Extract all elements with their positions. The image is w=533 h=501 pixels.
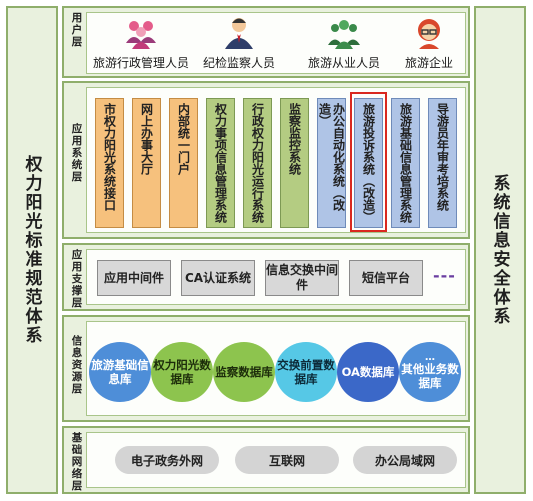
applications-container: 市权力阳光系统接口 网上办事大厅 内部统一门户 权力事项信息管理系统 行政权力阳… bbox=[86, 87, 466, 233]
app-supervision-system: 监察监控系统 bbox=[280, 98, 309, 228]
security-pillar-label: 系统信息安全体系 bbox=[489, 174, 510, 326]
resource-container: 旅游基础信息库 权力阳光数据库 监察数据库 交换前置数据库 OA数据库 … 其他… bbox=[86, 321, 466, 416]
support-label: 信息交换中间件 bbox=[266, 263, 339, 292]
db-label: 权力阳光数据库 bbox=[153, 358, 211, 386]
support-label: CA认证系统 bbox=[184, 270, 252, 285]
app-online-service-hall: 网上办事大厅 bbox=[132, 98, 161, 228]
app-label: 权力事项信息管理系统 bbox=[213, 103, 228, 223]
db-label: 其他业务数据库 bbox=[401, 362, 459, 390]
user-label: 纪检监察人员 bbox=[203, 56, 276, 70]
user-label: 旅游行政管理人员 bbox=[93, 56, 190, 70]
sms-platform-box: 短信平台 bbox=[349, 260, 423, 296]
user-label: 旅游从业人员 bbox=[308, 56, 381, 70]
resource-layer-label: 信息资源层 bbox=[71, 335, 83, 395]
support-container: 应用中间件 CA认证系统 信息交换中间件 短信平台 --- bbox=[86, 249, 466, 305]
user-tourism-admin: 旅游行政管理人员 bbox=[93, 15, 189, 71]
network-label: 互联网 bbox=[268, 453, 305, 468]
network-label: 办公局域网 bbox=[374, 453, 435, 468]
network-label: 电子政务外网 bbox=[130, 453, 203, 468]
middleware-box: 应用中间件 bbox=[97, 260, 171, 296]
app-admin-power-system: 行政权力阳光运行系统 bbox=[243, 98, 272, 228]
team-icon bbox=[328, 20, 360, 49]
user-practitioner: 旅游从业人员 bbox=[308, 15, 380, 71]
db-supervision: 监察数据库 bbox=[213, 342, 275, 402]
highlight-frame bbox=[350, 92, 387, 232]
app-label: 办公自动化系统（改造） bbox=[317, 103, 346, 211]
network-egov-extranet: 电子政务外网 bbox=[115, 446, 219, 474]
support-layer: 应用支撑层 应用中间件 CA认证系统 信息交换中间件 短信平台 --- bbox=[62, 243, 470, 311]
db-power-sunshine: 权力阳光数据库 bbox=[151, 342, 213, 402]
db-label: 旅游基础信息库 bbox=[91, 358, 149, 386]
db-label: 交换前置数据库 bbox=[277, 358, 335, 386]
app-label: 旅游基础信息管理系统 bbox=[398, 103, 413, 223]
app-label: 行政权力阳光运行系统 bbox=[250, 103, 265, 223]
enterprise-icon bbox=[418, 19, 440, 49]
app-label: 监察监控系统 bbox=[287, 103, 302, 175]
app-label: 旅游投诉系统（改造） bbox=[361, 103, 376, 223]
app-label: 内部统一门户 bbox=[176, 103, 191, 175]
user-inspector: 纪检监察人员 bbox=[203, 15, 275, 71]
user-enterprise: 旅游企业 bbox=[405, 15, 453, 71]
app-label: 导游员年审考培系统 bbox=[435, 103, 450, 211]
network-internet: 互联网 bbox=[235, 446, 339, 474]
db-exchange-front: 交换前置数据库 bbox=[275, 342, 337, 402]
db-prefix: … bbox=[425, 352, 435, 363]
support-label: 应用中间件 bbox=[103, 270, 164, 285]
security-pillar: 系统信息安全体系 bbox=[474, 6, 526, 494]
app-office-automation: 办公自动化系统（改造） bbox=[317, 98, 346, 228]
network-container: 电子政务外网 互联网 办公局域网 bbox=[86, 432, 466, 488]
info-exchange-box: 信息交换中间件 bbox=[265, 260, 339, 296]
official-icon bbox=[225, 18, 253, 49]
db-oa: OA数据库 bbox=[337, 342, 399, 402]
more-indicator: --- bbox=[433, 266, 456, 285]
users-layer-label: 用户层 bbox=[71, 12, 83, 48]
support-layer-label: 应用支撑层 bbox=[71, 249, 83, 309]
app-guide-annual-review: 导游员年审考培系统 bbox=[428, 98, 457, 228]
app-power-matters-system: 权力事项信息管理系统 bbox=[206, 98, 235, 228]
app-tourism-basic-info: 旅游基础信息管理系统 bbox=[391, 98, 420, 228]
application-layer: 应用系统层 市权力阳光系统接口 网上办事大厅 内部统一门户 权力事项信息管理系统… bbox=[62, 81, 470, 239]
network-layer: 基础网络层 电子政务外网 互联网 办公局域网 bbox=[62, 426, 470, 494]
user-label: 旅游企业 bbox=[405, 56, 454, 70]
ca-auth-box: CA认证系统 bbox=[181, 260, 255, 296]
application-layer-label: 应用系统层 bbox=[71, 123, 83, 183]
db-tourism-basic: 旅游基础信息库 bbox=[89, 342, 151, 402]
db-label: 监察数据库 bbox=[215, 365, 273, 379]
app-label: 网上办事大厅 bbox=[139, 103, 154, 175]
users-layer: 用户层 旅游行政管理人员 纪检监察人员 旅游从业人员 bbox=[62, 6, 470, 78]
standards-pillar-label: 权力阳光标准规范体系 bbox=[21, 155, 42, 345]
db-label: OA数据库 bbox=[341, 365, 395, 379]
network-office-lan: 办公局域网 bbox=[353, 446, 457, 474]
support-label: 短信平台 bbox=[361, 270, 410, 285]
app-internal-portal: 内部统一门户 bbox=[169, 98, 198, 228]
app-city-power-interface: 市权力阳光系统接口 bbox=[95, 98, 124, 228]
app-tourism-complaint: 旅游投诉系统（改造） bbox=[354, 98, 383, 228]
group-icon bbox=[126, 21, 156, 49]
users-container: 旅游行政管理人员 纪检监察人员 旅游从业人员 bbox=[86, 12, 466, 74]
db-other-business: … 其他业务数据库 bbox=[399, 342, 461, 402]
standards-pillar: 权力阳光标准规范体系 bbox=[6, 6, 58, 494]
resource-layer: 信息资源层 旅游基础信息库 权力阳光数据库 监察数据库 交换前置数据库 OA数据… bbox=[62, 315, 470, 422]
network-layer-label: 基础网络层 bbox=[71, 432, 83, 492]
app-label: 市权力阳光系统接口 bbox=[102, 103, 117, 211]
